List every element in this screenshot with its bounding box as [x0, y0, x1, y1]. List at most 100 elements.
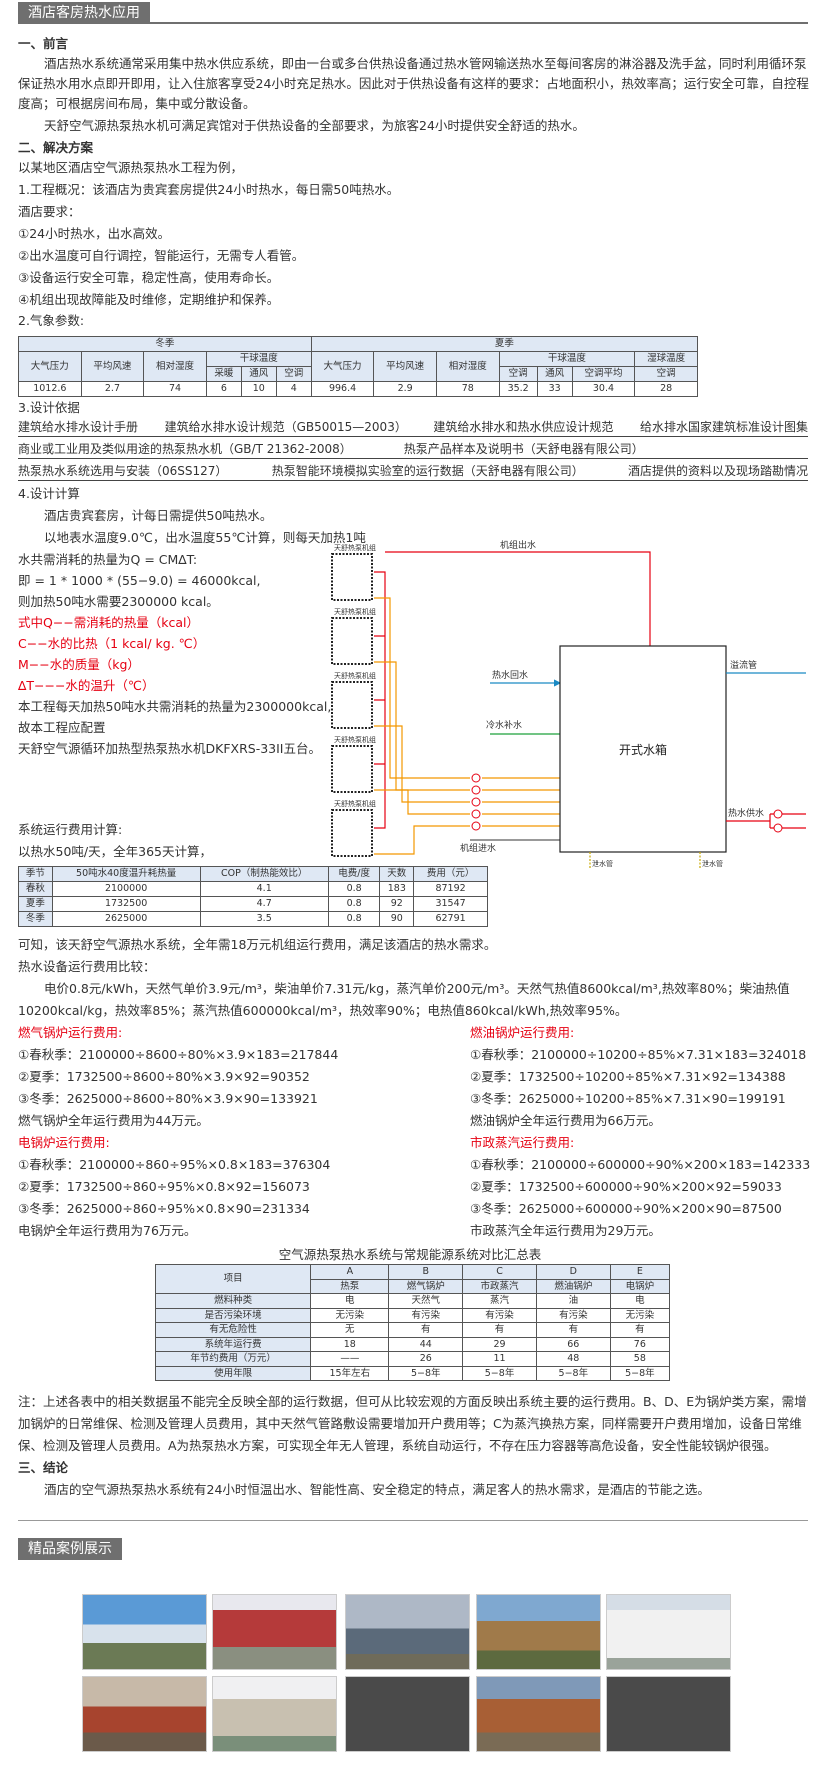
cell: 35.2: [498, 381, 538, 397]
cell: 5−8年: [535, 1365, 611, 1381]
basis-row: 商业或工业用及类似用途的热泵热水机（GB/T 21362-2008） 热泵产品样本…: [18, 440, 808, 459]
calc-line: 本工程每天加热50吨水共需消耗的热量为2300000kcal,: [18, 699, 332, 714]
note-line: 注：上述各表中的相关数据虽不能完全反映全部的运行数据，但可从比较宏观的方面反映出…: [18, 1394, 807, 1409]
cell: 干球温度: [498, 351, 636, 367]
unit-label: 天舒热泵机组: [334, 671, 376, 680]
calc-line: 酒店贵宾套房，计每日需提供50吨热水。: [44, 508, 273, 523]
case-photo[interactable]: [606, 1676, 731, 1752]
heat-pump-unit: 天舒热泵机组: [331, 735, 376, 793]
cell: 0.8: [327, 896, 381, 912]
cell: 市政蒸汽: [462, 1278, 537, 1294]
cell: 燃料种类: [154, 1293, 312, 1309]
section1-title: 一、前言: [18, 36, 69, 51]
oil-title: 燃油锅炉运行费用:: [470, 1025, 575, 1040]
steam-title: 市政蒸汽运行费用:: [470, 1135, 575, 1150]
valve-icon: [471, 773, 481, 783]
basis-item: 热泵产品样本及说明书（天舒电器有限公司）: [403, 442, 644, 456]
formula-note: M−−水的质量（kg）: [18, 657, 140, 672]
drain-label: 泄水管: [592, 859, 613, 868]
cell: 无污染: [310, 1307, 390, 1323]
cell: C: [462, 1264, 537, 1280]
cell: 183: [379, 881, 415, 897]
cell: 4: [275, 381, 312, 397]
cell: 春秋: [18, 881, 53, 897]
heat-pump-units: 天舒热泵机组 天舒热泵机组 天舒热泵机组 天舒热泵机组 天舒热泵机组: [331, 543, 376, 857]
pump-icon: [773, 823, 783, 833]
cell: 相对湿度: [435, 351, 500, 382]
requirement-item: ②出水温度可自行调控，智能运行，无需专人看管。: [18, 248, 305, 263]
cell: 有污染: [462, 1307, 537, 1323]
summary-title: 空气源热泵热水系统与常规能源系统对比汇总表: [278, 1247, 542, 1262]
calc-total: 燃气锅炉全年运行费用为44万元。: [18, 1113, 209, 1128]
calc-line: ①春秋季：2100000÷600000÷90%×200×183=142333: [470, 1157, 811, 1172]
valve-icon: [471, 821, 481, 831]
case-photo[interactable]: [345, 1676, 470, 1752]
basis-item: 商业或工业用及类似用途的热泵热水机（GB/T 21362-2008）: [18, 442, 352, 456]
cell: 无: [310, 1322, 390, 1338]
text-line: 1.工程概况：该酒店为贵宾套房提供24小时热水，每日需50吨热水。: [18, 182, 400, 197]
calc-line: ①春秋季：2100000÷10200÷85%×7.31×183=324018: [470, 1047, 807, 1062]
cell: 2625000: [51, 911, 201, 927]
calc-line: ②夏季：1732500÷8600÷80%×3.9×92=90352: [18, 1069, 310, 1084]
basis-item: 热泵智能环境模拟实验室的运行数据（天舒电器有限公司）: [271, 464, 584, 478]
cell: 4.7: [199, 896, 329, 912]
case-photo[interactable]: [606, 1594, 731, 1670]
cell: 10: [240, 381, 277, 397]
cell: 系统年运行费: [154, 1336, 312, 1352]
cell: 电费/度: [327, 866, 381, 882]
case-photo[interactable]: [345, 1594, 470, 1670]
pipe-label: 冷水补水: [486, 719, 522, 731]
cell: 4.1: [199, 881, 329, 897]
valve-icon: [471, 785, 481, 795]
pipe-label: 机组进水: [460, 842, 496, 854]
case-photo[interactable]: [476, 1594, 601, 1670]
intro-line: 保证热水用水点即开即用，让入住旅客享受24小时充足热水。因此对于供热设备有这样的…: [18, 76, 809, 91]
cases-title: 精品案例展示: [18, 1538, 122, 1560]
formula-note: C−−水的比热（1 kcal/ kg. ℃）: [18, 636, 206, 651]
text-line: 热水设备运行费用比较：: [18, 959, 156, 974]
case-photo[interactable]: [82, 1676, 207, 1752]
intro-line: 度高；可根据房间布局，集中或分散设备。: [18, 96, 256, 111]
requirement-item: ③设备运行安全可靠，稳定性高，使用寿命长。: [18, 270, 280, 285]
calc-total: 电锅炉全年运行费用为76万元。: [18, 1223, 197, 1238]
cell: 燃油锅炉: [535, 1278, 611, 1294]
cell: 5−8年: [388, 1365, 464, 1381]
cell: 44: [388, 1336, 464, 1352]
calc-line: ③冬季：2625000÷600000÷90%×200×90=87500: [470, 1201, 782, 1216]
header-title: 酒店客房热水应用: [18, 2, 150, 24]
cell: A: [310, 1264, 390, 1280]
cell: 冬季: [18, 336, 312, 352]
cell: 电: [609, 1293, 671, 1309]
cell: 1012.6: [18, 381, 82, 397]
cell: 74: [143, 381, 207, 397]
drain-label: 泄水管: [702, 859, 723, 868]
cell: 大气压力: [310, 351, 375, 382]
cell: 平均风速: [373, 351, 437, 382]
case-photo[interactable]: [82, 1594, 207, 1670]
cell: 年节约费用（万元）: [154, 1351, 312, 1367]
heat-pump-unit: 天舒热泵机组: [331, 799, 376, 857]
calc-line: 天舒空气源循环加热型热泵热水机DKFXRS-33II五台。: [18, 741, 321, 756]
cell: 78: [435, 381, 500, 397]
requirement-item: ④机组出现故障能及时维修，定期维护和保养。: [18, 292, 280, 307]
cell: 项目: [154, 1264, 312, 1294]
valves: [471, 773, 481, 831]
cell: 是否污染环境: [154, 1307, 312, 1323]
case-photo[interactable]: [212, 1594, 337, 1670]
calc-line: ③冬季：2625000÷10200÷85%×7.31×90=199191: [470, 1091, 786, 1106]
cell: 3.5: [199, 911, 329, 927]
cell: 油: [535, 1293, 611, 1309]
pipe-label: 热水回水: [492, 669, 528, 681]
valve-icon: [471, 797, 481, 807]
gas-title: 燃气锅炉运行费用:: [18, 1025, 123, 1040]
calc-title: 4.设计计算: [18, 486, 80, 501]
calc-line: ①春秋季：2100000÷860÷95%×0.8×183=376304: [18, 1157, 331, 1172]
case-photo[interactable]: [476, 1676, 601, 1752]
cell: 天然气: [388, 1293, 464, 1309]
cell: 0.8: [327, 881, 381, 897]
cell: 33: [536, 381, 573, 397]
cell: 0.8: [327, 911, 381, 927]
basis-row: 建筑给水排水设计手册建筑给水排水设计规范（GB50015—2003）建筑给水排水…: [18, 418, 808, 437]
cell: 996.4: [310, 381, 375, 397]
case-photo[interactable]: [212, 1676, 337, 1752]
